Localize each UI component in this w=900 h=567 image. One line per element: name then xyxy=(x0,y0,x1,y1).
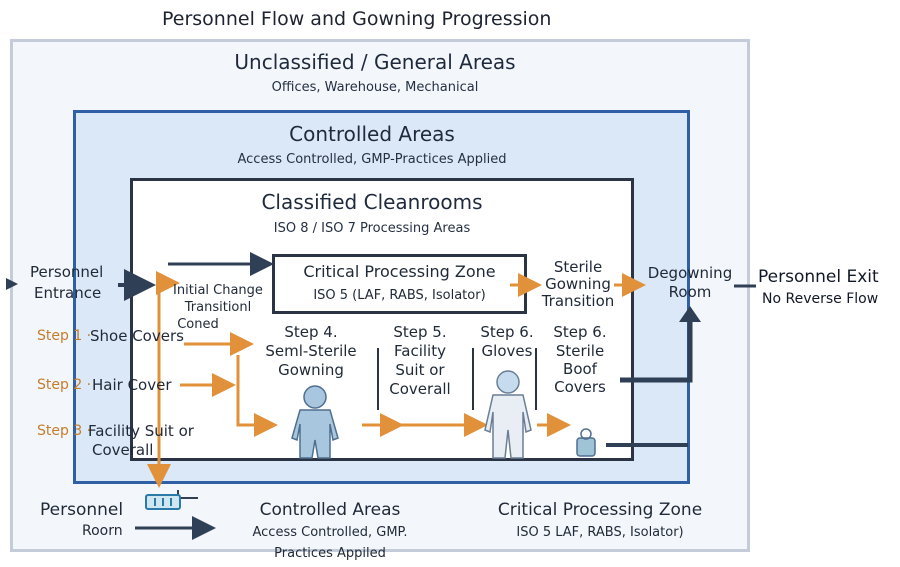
step-4-l3: Gowning xyxy=(278,361,344,379)
exit-subtitle: No Reverse Flow xyxy=(762,291,879,307)
step-1-num: Step 1 · xyxy=(37,328,92,344)
bottom-controlled-2: Practices Appiled xyxy=(274,546,386,561)
step-5-l2: Facility xyxy=(394,342,446,360)
step-3-num: Step 3 · xyxy=(37,423,92,439)
step-6a-l2: Gloves xyxy=(481,342,533,360)
degowning-2: Room xyxy=(668,283,712,301)
step-3-name: Facility Suit or xyxy=(88,422,194,440)
step-4-l2: Seml-Sterile xyxy=(265,342,357,360)
step-1-name: Shoe Covers xyxy=(90,327,184,345)
gown-figure-icon xyxy=(484,370,532,459)
unclassified-title: Unclassified / General Areas xyxy=(234,50,516,74)
step-6a-l1: Step 6. xyxy=(480,323,534,341)
sterile-transition-3: Transition xyxy=(541,292,615,310)
controlled-subtitle: Access Controlled, GMP-Practices Applied xyxy=(237,152,507,167)
sterile-transition-1: Sterile xyxy=(553,258,603,276)
exit-title: Personnel Exit xyxy=(758,267,879,287)
step-6b-l3: Boof xyxy=(563,360,597,378)
initial-change-2: Transitionl xyxy=(184,300,252,315)
step-6b-l1: Step 6. xyxy=(553,323,607,341)
step-5-l3: Suit or xyxy=(395,361,445,379)
step-5-l4: Coverall xyxy=(389,380,451,398)
step-2-name: Hair Cover xyxy=(92,376,172,394)
bottom-critical-subtitle: ISO 5 LAF, RABS, Isolator) xyxy=(516,525,684,540)
step-6b-l4: Covers xyxy=(554,378,606,396)
bench-icon xyxy=(145,494,181,510)
step-4-l1: Step 4. xyxy=(284,323,338,341)
classified-title: Classified Cleanrooms xyxy=(261,190,483,214)
entrance-label-2: Entrance xyxy=(34,284,102,302)
degowning-1: Degowning xyxy=(647,264,733,282)
entrance-arrowhead xyxy=(6,278,18,290)
sterile-transition-2: Gowning xyxy=(545,275,611,293)
critical-subtitle: ISO 5 (LAF, RABS, Isolator) xyxy=(313,288,486,303)
step-3-name-2: Coverall xyxy=(92,441,154,459)
classified-subtitle: ISO 8 / ISO 7 Processing Areas xyxy=(273,221,471,236)
bottom-controlled-1: Access Controlled, GMP. xyxy=(252,525,408,540)
step-6b-l2: Sterile xyxy=(555,342,605,360)
bottom-controlled-title: Controlled Areas xyxy=(259,500,401,520)
unclassified-subtitle: Offices, Warehouse, Mechanical xyxy=(271,80,479,95)
personnel-room-1: Personnel xyxy=(40,500,124,520)
initial-change-1: Initial Change xyxy=(173,283,263,298)
entrance-label-1: Personnel xyxy=(30,263,104,281)
shoe-cover-bag-icon xyxy=(576,428,596,457)
bottom-critical-title: Critical Processing Zone xyxy=(497,500,703,520)
personnel-room-2: Roorn xyxy=(82,523,123,539)
step-5-l1: Step 5. xyxy=(393,323,447,341)
gown-figure-icon xyxy=(291,385,339,459)
page-title: Personnel Flow and Gowning Progression xyxy=(162,8,552,30)
controlled-title: Controlled Areas xyxy=(289,122,455,146)
initial-change-3: Coned xyxy=(177,317,219,332)
step-2-num: Step 2 · xyxy=(37,377,92,393)
critical-title: Critical Processing Zone xyxy=(303,262,496,281)
